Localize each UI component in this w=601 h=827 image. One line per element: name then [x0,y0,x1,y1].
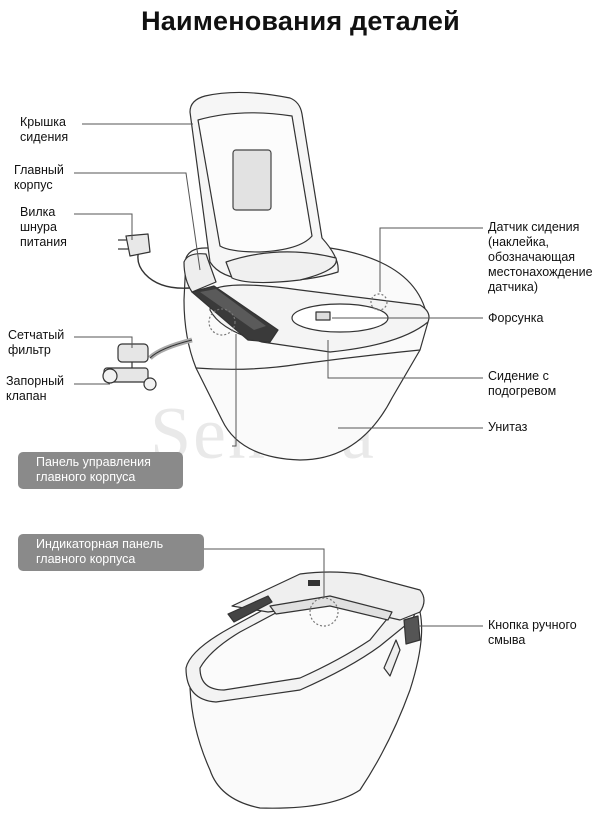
label-mesh-filter: Сетчатый фильтр [8,328,65,357]
tag-control-panel: Панель управления главного корпуса [18,452,183,489]
flush-button-shape [403,615,421,645]
label-seat-sensor: Датчик сидения (наклейка, обозначающая м… [488,220,593,294]
label-heated-seat: Сидение с подогревом [488,369,557,398]
label-shutoff-valve: Запорный клапан [6,374,65,403]
label-toilet-bowl: Унитаз [488,420,528,434]
power-plug-shape [125,233,151,257]
label-nozzle: Форсунка [488,311,544,325]
page-title: Наименования деталей [141,6,460,36]
mesh-filter-shape [117,343,149,363]
label-flush-button: Кнопка ручного смыва [488,618,577,647]
nozzle-shape [315,311,331,321]
tag-indicator-panel: Индикаторная панель главного корпуса [18,534,204,571]
label-main-body: Главный корпус [14,163,64,192]
label-seat-lid: Крышка сидения [20,115,69,144]
indicator-panel-strip [269,595,393,621]
label-power-plug: Вилка шнура питания [20,205,67,249]
